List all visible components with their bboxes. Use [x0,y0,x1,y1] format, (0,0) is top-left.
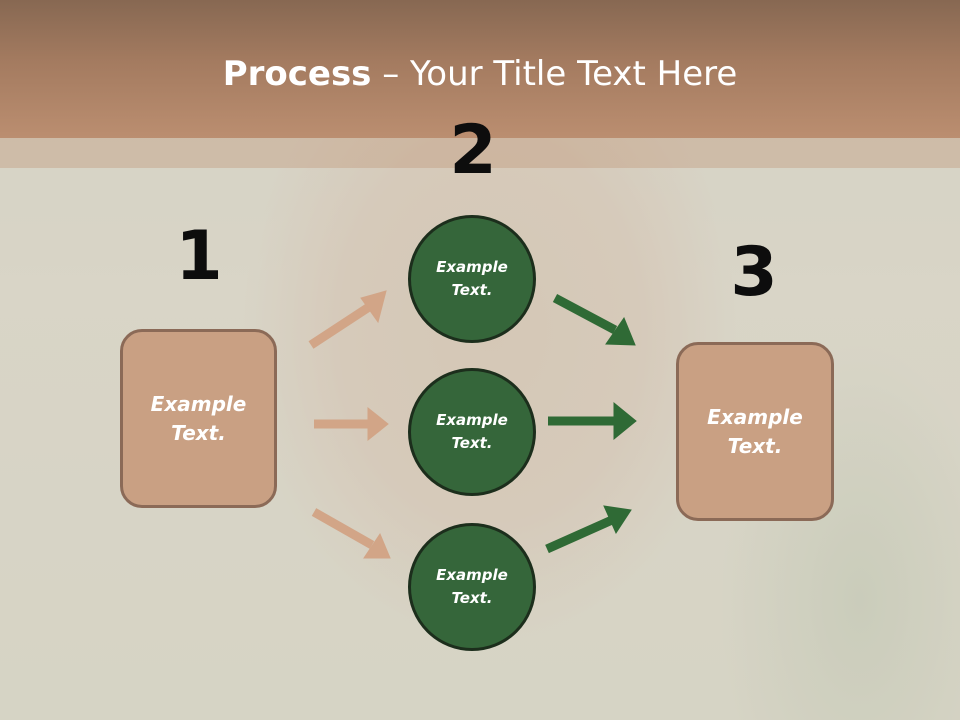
left-box: Example Text. [120,329,277,508]
right-box: Example Text. [676,342,834,521]
circle-bottom-text: Example Text. [436,566,508,607]
step-number-2: 2 [449,111,497,190]
step-number-3: 3 [730,233,778,312]
arrow-left-down [311,508,391,559]
left-box-text: Example Text. [150,391,247,445]
circle-top: Example Text. [408,215,536,343]
circle-top-text: Example Text. [436,258,508,299]
arrow-right-down [552,294,636,346]
arrow-right-up [545,505,632,554]
circle-bottom: Example Text. [408,523,536,651]
title-bold: Process [222,54,372,94]
title-bar-fade [0,138,960,168]
arrow-left-middle [314,406,389,442]
circle-middle: Example Text. [408,368,536,496]
step-number-1: 1 [175,217,223,296]
title-rest: – Your Title Text Here [371,54,738,94]
arrow-right-middle [548,401,637,441]
slide-title: Process – Your Title Text Here [0,52,960,96]
circle-middle-text: Example Text. [436,411,508,452]
arrow-left-up [308,290,387,349]
right-box-text: Example Text. [707,404,803,458]
title-bar [0,0,960,138]
